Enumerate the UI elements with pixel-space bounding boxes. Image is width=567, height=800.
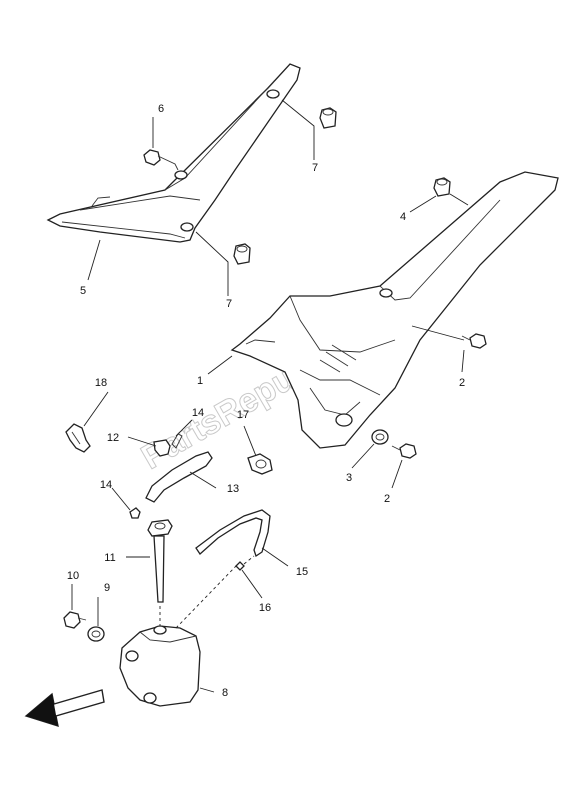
bolt-part-2b: [391, 443, 417, 459]
callout-7: 7: [226, 298, 232, 310]
callout-14: 14: [100, 479, 112, 491]
bolt-part-6: [143, 149, 179, 171]
callout-18: 18: [95, 377, 107, 389]
filler-pipe-part-11: [147, 519, 173, 603]
align-line: [243, 555, 255, 565]
clip-part-18: [65, 423, 91, 453]
clamp-part-14a: [171, 433, 183, 449]
joint-part-12: [153, 439, 171, 457]
callout-10: 10: [67, 570, 79, 582]
grommet-part-7a: [319, 107, 337, 129]
callout-3: 3: [346, 472, 352, 484]
callout-1: 1: [197, 375, 203, 387]
callout-12: 12: [107, 432, 119, 444]
callout-4: 4: [400, 211, 406, 223]
callout-9: 9: [104, 582, 110, 594]
callout-11: 11: [104, 552, 115, 564]
front-arrow-icon: [24, 689, 105, 728]
grommet-part-9: [87, 626, 105, 642]
callout-14: 14: [192, 407, 204, 419]
callout-17: 17: [237, 409, 249, 421]
grommet-part-4: [433, 177, 451, 197]
callout-5: 5: [80, 285, 86, 297]
hose-part-13: [145, 451, 213, 503]
collar-part-3: [371, 429, 389, 445]
side-cover-right: [230, 171, 559, 449]
clamp-part-14b: [129, 507, 141, 519]
callout-16: 16: [259, 602, 271, 614]
align-line: [175, 565, 237, 629]
side-cover-left: [46, 63, 301, 243]
clamp-part-17: [247, 453, 273, 475]
bolt-part-2a: [461, 333, 487, 349]
callout-6: 6: [158, 103, 164, 115]
callout-15: 15: [296, 566, 308, 578]
callout-7: 7: [312, 162, 318, 174]
breather-hose-part-15: [195, 509, 271, 558]
callout-2: 2: [459, 377, 465, 389]
clip-part-16: [235, 561, 245, 571]
bolt-part-10: [63, 611, 87, 629]
callout-2: 2: [384, 493, 390, 505]
callout-13: 13: [227, 483, 239, 495]
tank-part-8: [119, 625, 201, 707]
leader-lines: [71, 99, 469, 693]
callout-8: 8: [222, 687, 228, 699]
callouts: 6 7 7 4 5 1 2 3 2 18 12 14 17 13 14 11 1…: [67, 103, 465, 699]
grommet-part-7b: [233, 243, 251, 265]
